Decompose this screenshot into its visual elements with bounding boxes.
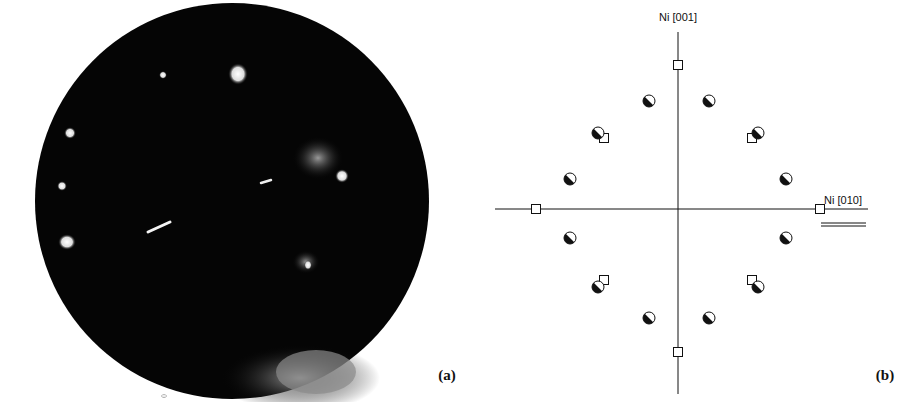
square-spot [674,61,683,70]
half-filled-spot [703,312,715,324]
axis-label: Ni [010] [824,195,862,206]
panel-label: (b) [876,368,894,383]
half-filled-spot [752,281,764,293]
half-filled-spot [564,173,576,185]
square-spots [532,61,825,357]
half-filled-spot [643,95,655,107]
half-filled-spots [564,95,792,324]
half-filled-spot [592,127,604,139]
half-filled-spot [643,312,655,324]
half-filled-spot [564,232,576,244]
half-filled-spot [780,173,792,185]
diffraction-pattern [35,3,429,402]
axis-label: Ni [001] [659,12,697,23]
square-spot [674,348,683,357]
half-filled-spot [752,127,764,139]
panel-label: (a) [438,368,456,383]
pattern-schematic [495,32,868,394]
half-filled-spot [592,281,604,293]
square-spot [816,205,825,214]
half-filled-spot [703,95,715,107]
square-spot [532,205,541,214]
half-filled-spot [780,232,792,244]
